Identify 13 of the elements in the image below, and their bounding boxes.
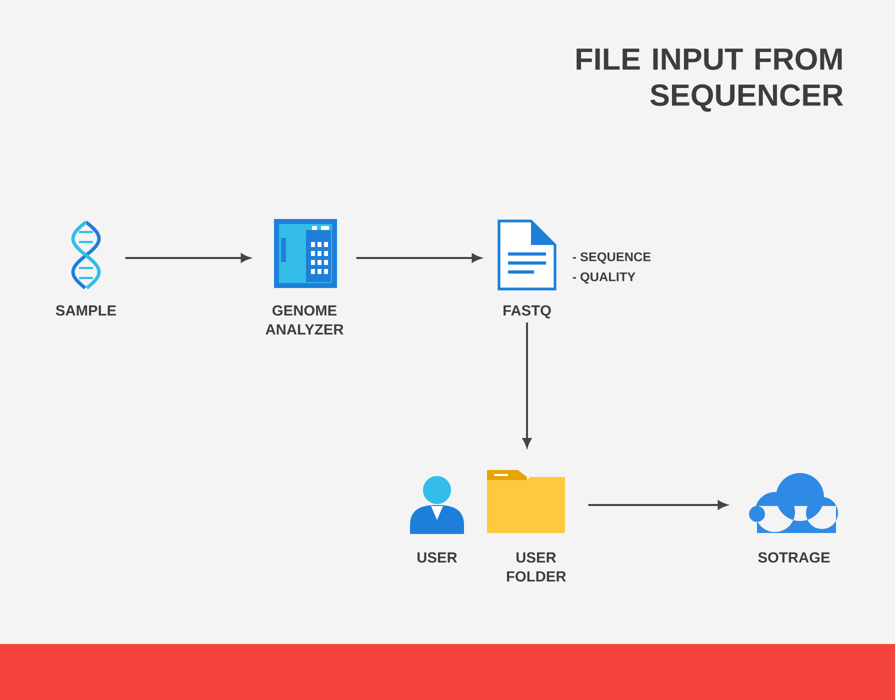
node-label: FASTQ [504, 305, 551, 318]
node-label: SAMPLE [56, 305, 116, 316]
node-label: USER [418, 552, 458, 563]
arrow [522, 322, 532, 448]
note-text: - SEQUENCE [572, 252, 651, 264]
node-label: GENOME ANALYZER [266, 305, 344, 334]
arrow [125, 254, 250, 262]
arrow [588, 500, 728, 510]
node-label: SOTRAGE [758, 552, 830, 563]
note-text: - QUALITY [572, 272, 636, 284]
node-label: USER FOLDER [507, 552, 566, 582]
arrow [356, 254, 482, 262]
title: FILE INPUT FROM SEQUENCER [576, 48, 844, 112]
